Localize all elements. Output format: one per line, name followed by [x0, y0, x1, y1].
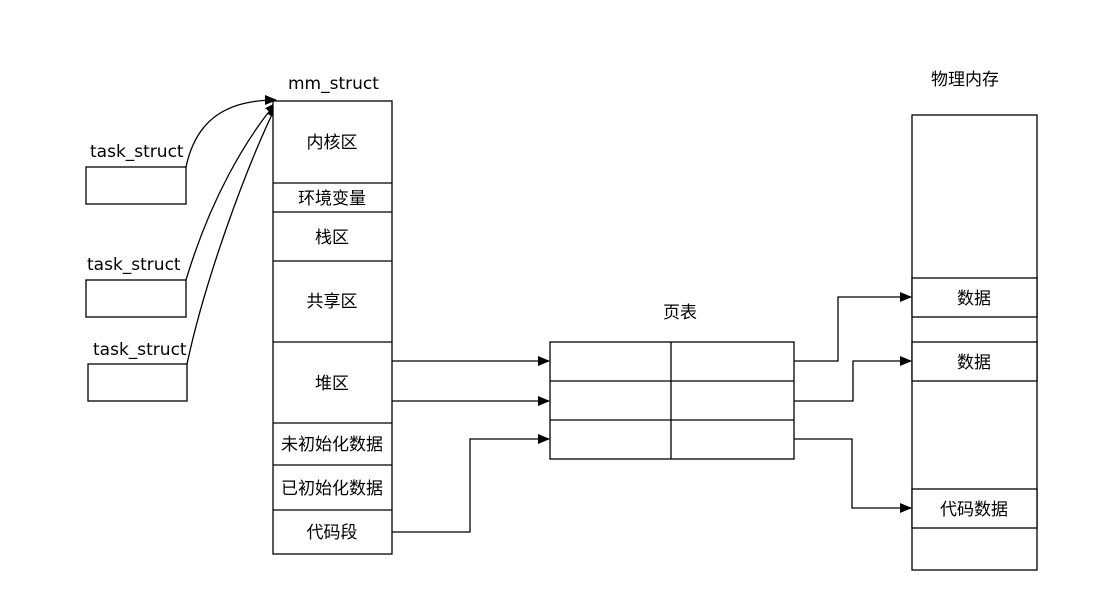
segment-shared: 共享区	[307, 292, 358, 312]
memory-block-label: 数据	[957, 289, 991, 309]
task-struct-3: task_struct	[87, 340, 188, 402]
task-struct-box	[85, 279, 187, 318]
segment-data: 已初始化数据	[281, 479, 383, 499]
code-to-pagetable-arrow	[392, 434, 550, 533]
pagetable-to-memory-arrow-2	[794, 356, 912, 402]
physical-memory-title: 物理内存	[931, 70, 999, 90]
page-table-outer	[549, 341, 795, 460]
task-struct-box	[87, 363, 188, 402]
segment-heap: 堆区	[315, 374, 349, 394]
task-to-mm-arrow-3	[186, 105, 277, 365]
mm-struct: mm_struct 内核区 环境变量 栈区 共享区 堆区 未初始化数据 已初始化…	[272, 74, 393, 555]
task-struct-label: task_struct	[93, 340, 187, 360]
page-table-title: 页表	[663, 303, 697, 323]
task-to-mm-arrow-2	[185, 102, 277, 281]
mm-struct-outer	[272, 100, 393, 555]
task-struct-box	[85, 166, 187, 205]
task-struct-label: task_struct	[87, 255, 181, 275]
mm-struct-title: mm_struct	[288, 74, 379, 94]
physical-memory: 物理内存 数据 数据 代码数据	[911, 70, 1038, 571]
task-struct-2: task_struct	[85, 255, 187, 318]
task-to-mm-arrow-1	[185, 95, 277, 168]
pagetable-to-memory-arrow-3	[794, 438, 912, 513]
task-struct-label: task_struct	[90, 142, 184, 162]
segment-kernel: 内核区	[307, 133, 358, 153]
segment-bss: 未初始化数据	[281, 435, 383, 455]
segment-env: 环境变量	[298, 189, 366, 209]
memory-block-3	[911, 488, 1038, 529]
memory-block-1	[911, 277, 1038, 318]
pagetable-to-memory-arrow-1	[794, 292, 912, 362]
task-struct-1: task_struct	[85, 142, 187, 205]
memory-block-label: 代码数据	[940, 500, 1008, 520]
memory-block-2	[911, 341, 1038, 382]
segment-code: 代码段	[307, 523, 358, 543]
page-table: 页表	[549, 303, 795, 460]
segment-stack: 栈区	[315, 228, 349, 248]
memory-block-label: 数据	[957, 353, 991, 373]
